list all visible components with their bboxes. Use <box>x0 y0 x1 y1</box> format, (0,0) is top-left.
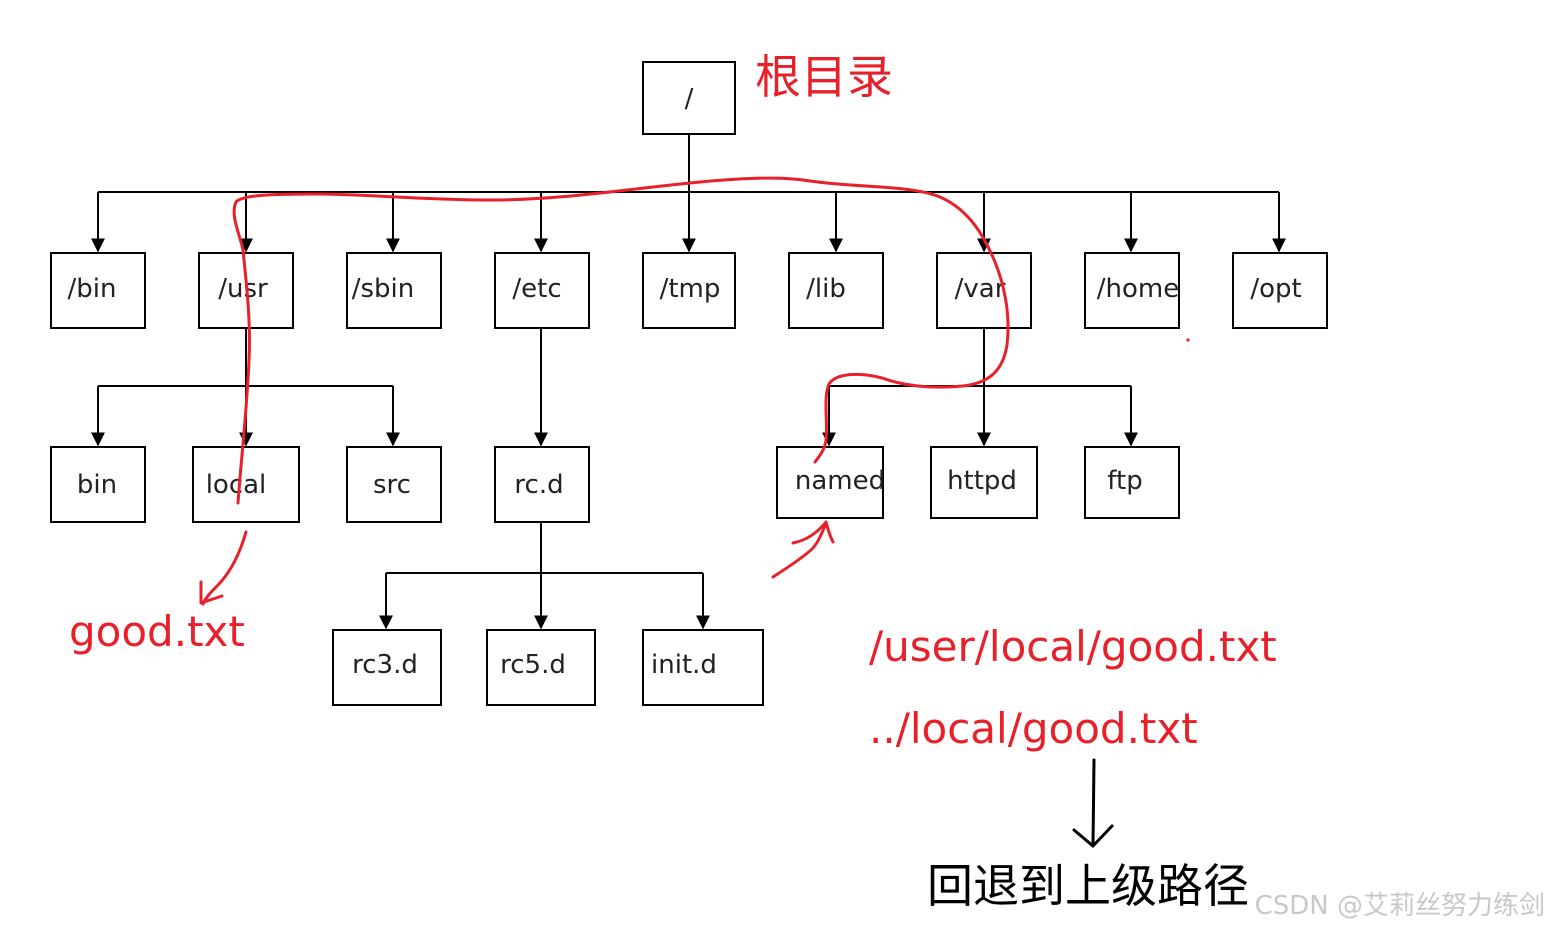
node-root-label: / <box>685 84 694 114</box>
tree-nodes: / /bin /usr /sbin /etc /tmp /lib /var <box>50 61 1328 706</box>
node-rc5d-label: rc5.d <box>500 650 566 680</box>
red-hook-arrowhead <box>199 580 224 605</box>
node-var: /var <box>936 252 1032 329</box>
node-opt: /opt <box>1232 252 1328 329</box>
node-rcd: rc.d <box>494 446 590 523</box>
node-named: named <box>776 446 885 519</box>
node-etc: /etc <box>494 252 590 329</box>
node-home: /home <box>1084 252 1180 329</box>
node-sbin: /sbin <box>346 252 442 329</box>
csdn-watermark: CSDN @艾莉丝努力练剑 <box>1255 891 1545 921</box>
node-usr-label: /usr <box>218 274 268 304</box>
red-path-annotation <box>199 176 1190 606</box>
black-down-arrow <box>1091 758 1096 848</box>
node-initd: init.d <box>642 629 764 706</box>
stray-dot <box>1186 338 1190 342</box>
node-usr-src: src <box>346 446 442 523</box>
node-var-label: /var <box>955 274 1006 304</box>
go-up-annotation: 回退到上级路径 <box>927 758 1249 913</box>
relative-path-text: ../local/good.txt <box>869 704 1198 753</box>
file-good-txt-label: good.txt <box>69 607 245 656</box>
root-directory-label: 根目录 <box>755 50 893 104</box>
node-httpd: httpd <box>930 446 1038 519</box>
node-tmp: /tmp <box>642 252 736 329</box>
node-usr-src-label: src <box>373 470 411 500</box>
node-usr-bin-label: bin <box>77 470 117 500</box>
node-named-label: named <box>795 466 885 496</box>
node-initd-label: init.d <box>651 650 717 680</box>
red-arrow-to-named-head <box>791 520 835 545</box>
node-etc-label: /etc <box>512 274 561 304</box>
red-path-stroke <box>232 176 1010 505</box>
black-down-arrowhead <box>1072 824 1114 848</box>
go-up-label: 回退到上级路径 <box>927 859 1249 913</box>
tree-edges <box>91 134 1286 630</box>
node-usr-bin: bin <box>50 446 146 523</box>
node-rcd-label: rc.d <box>514 470 563 500</box>
red-hook-to-file <box>201 530 248 606</box>
red-arrow-to-named <box>771 521 828 579</box>
node-sbin-label: /sbin <box>352 274 415 304</box>
node-lib: /lib <box>788 252 884 329</box>
node-home-label: /home <box>1097 274 1179 304</box>
node-opt-label: /opt <box>1250 274 1301 304</box>
node-usr-local: local <box>192 446 300 523</box>
absolute-path-text: /user/local/good.txt <box>869 622 1277 671</box>
node-tmp-label: /tmp <box>660 274 721 304</box>
node-usr-local-label: local <box>206 470 267 500</box>
node-lib-label: /lib <box>806 274 846 304</box>
node-ftp: ftp <box>1084 446 1180 519</box>
node-httpd-label: httpd <box>947 466 1017 496</box>
node-rc3d: rc3.d <box>332 629 442 706</box>
node-bin: /bin <box>50 252 146 329</box>
node-rc3d-label: rc3.d <box>352 650 418 680</box>
node-bin-label: /bin <box>68 274 117 304</box>
node-ftp-label: ftp <box>1107 466 1142 496</box>
node-rc5d: rc5.d <box>486 629 596 706</box>
node-root: / <box>642 61 736 135</box>
